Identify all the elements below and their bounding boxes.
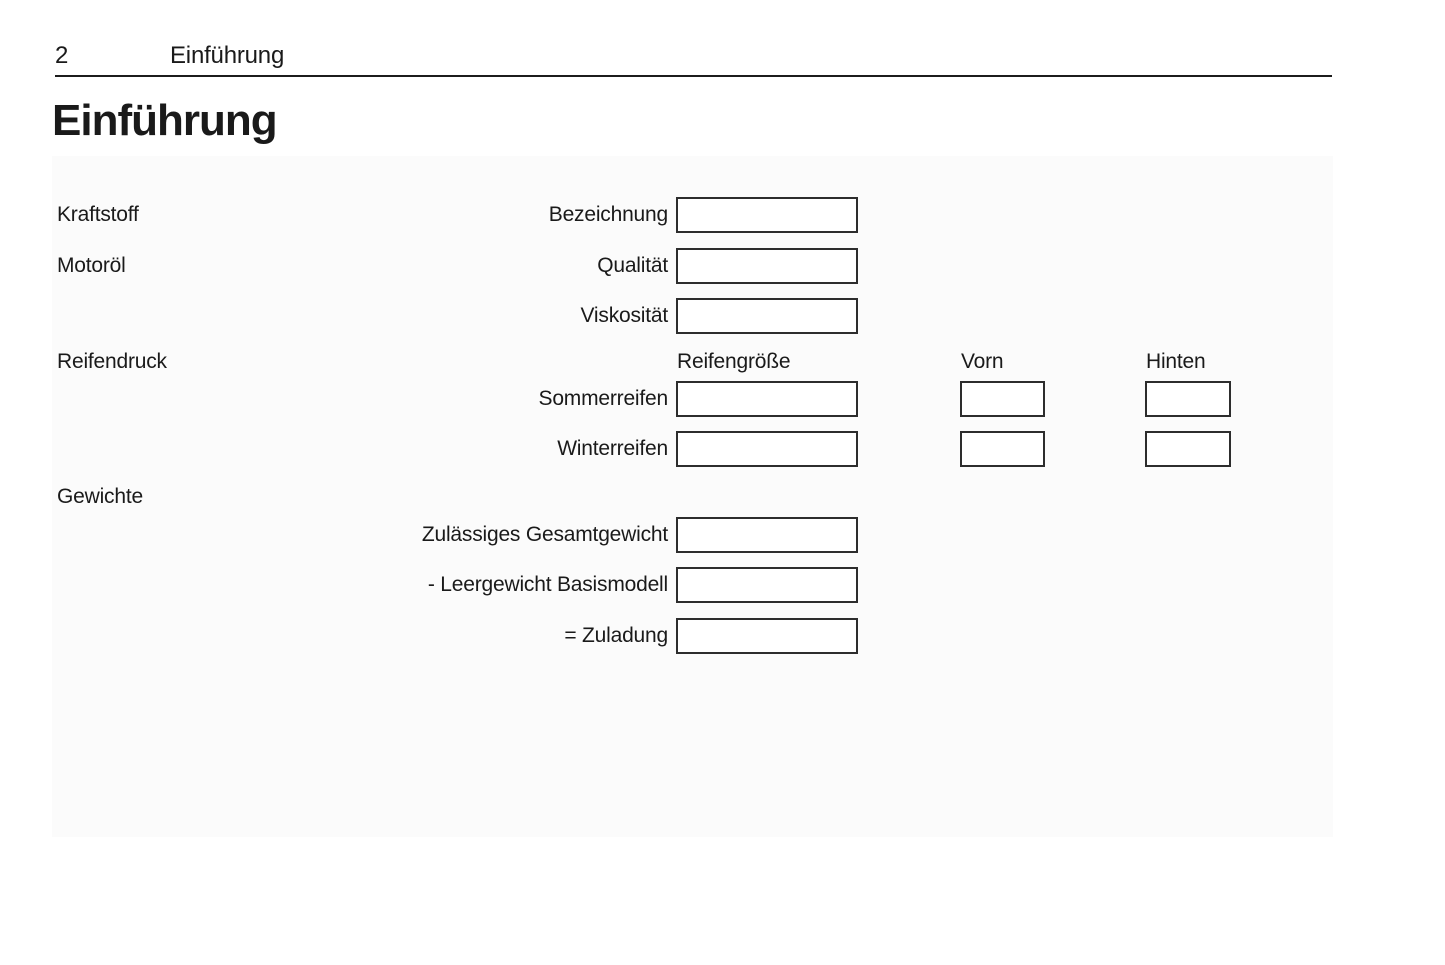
content-panel: Kraftstoff Motoröl Reifendruck Gewichte … xyxy=(52,156,1333,837)
bezeichnung-input[interactable] xyxy=(676,197,858,233)
gesamtgewicht-input[interactable] xyxy=(676,517,858,553)
header-divider xyxy=(55,75,1332,77)
label-bezeichnung: Bezeichnung xyxy=(548,203,668,226)
qualitaet-input[interactable] xyxy=(676,248,858,284)
category-gewichte: Gewichte xyxy=(57,485,143,508)
winterreifen-size-input[interactable] xyxy=(676,431,858,467)
column-header-hinten: Hinten xyxy=(1146,350,1206,373)
sommerreifen-hinten-input[interactable] xyxy=(1145,381,1231,417)
column-header-reifengroesse: Reifengröße xyxy=(677,350,791,373)
category-motoroel: Motoröl xyxy=(57,254,126,277)
viskositaet-input[interactable] xyxy=(676,298,858,334)
page-title: Einführung xyxy=(52,96,278,145)
sommerreifen-vorn-input[interactable] xyxy=(960,381,1045,417)
winterreifen-vorn-input[interactable] xyxy=(960,431,1045,467)
label-leergewicht: - Leergewicht Basismodell xyxy=(427,573,668,596)
label-sommerreifen: Sommerreifen xyxy=(538,387,669,410)
category-reifendruck: Reifendruck xyxy=(57,350,167,373)
page-number: 2 xyxy=(55,42,69,69)
leergewicht-input[interactable] xyxy=(676,567,858,603)
label-qualitaet: Qualität xyxy=(597,254,668,277)
column-header-vorn: Vorn xyxy=(961,350,1004,373)
label-viskositaet: Viskosität xyxy=(580,304,669,327)
sommerreifen-size-input[interactable] xyxy=(676,381,858,417)
label-gesamtgewicht: Zulässiges Gesamtgewicht xyxy=(421,523,668,546)
label-zuladung: = Zuladung xyxy=(564,624,668,647)
running-header-chapter: Einführung xyxy=(170,42,285,69)
label-winterreifen: Winterreifen xyxy=(557,437,668,460)
winterreifen-hinten-input[interactable] xyxy=(1145,431,1231,467)
category-kraftstoff: Kraftstoff xyxy=(57,203,139,226)
zuladung-input[interactable] xyxy=(676,618,858,654)
